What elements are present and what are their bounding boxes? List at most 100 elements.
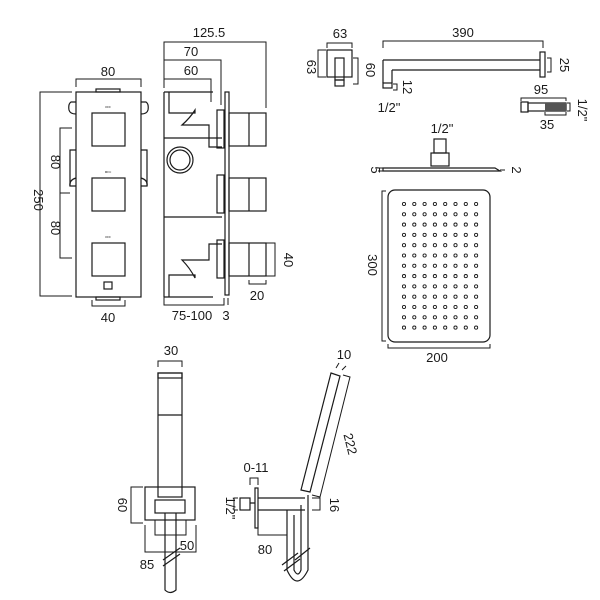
svg-text:80: 80	[48, 155, 63, 169]
nozzle	[401, 201, 407, 207]
svg-text:80: 80	[48, 221, 63, 235]
svg-text:35: 35	[540, 117, 554, 132]
nozzle	[422, 263, 427, 268]
svg-text:5: 5	[368, 166, 383, 173]
nozzle	[463, 222, 468, 227]
nozzle	[422, 315, 427, 320]
nozzle	[463, 243, 468, 248]
nozzle-grid	[401, 201, 479, 330]
wall-outlet: 63 63 60	[304, 26, 378, 87]
nozzle	[443, 325, 448, 330]
nozzle	[463, 304, 468, 310]
nozzle	[474, 222, 479, 227]
nozzle	[432, 263, 437, 268]
nozzle	[474, 304, 479, 310]
nozzle	[432, 284, 437, 289]
nozzle	[443, 232, 448, 237]
nozzle	[474, 284, 479, 289]
nozzle	[412, 243, 417, 248]
nozzle	[432, 232, 437, 237]
svg-text:60: 60	[115, 498, 130, 512]
nozzle	[453, 294, 458, 299]
svg-text:40: 40	[101, 310, 115, 325]
nozzle	[412, 315, 417, 320]
nozzle	[432, 201, 437, 207]
nozzle	[453, 284, 458, 289]
svg-text:12: 12	[400, 80, 415, 94]
nozzle	[401, 325, 407, 330]
nozzle	[463, 212, 468, 217]
nozzle	[432, 243, 437, 248]
handle-top	[228, 112, 267, 147]
svg-text:2: 2	[509, 166, 524, 173]
svg-text:1/2": 1/2"	[378, 100, 401, 115]
nozzle	[422, 274, 427, 279]
nozzle	[401, 315, 407, 320]
svg-text:60: 60	[363, 63, 378, 77]
nozzle	[412, 294, 417, 299]
nozzle	[422, 222, 427, 227]
svg-text:30: 30	[164, 343, 178, 358]
svg-text:MFC: MFC	[105, 170, 112, 174]
nozzle	[453, 263, 458, 268]
svg-text:OFF: OFF	[105, 235, 111, 239]
nozzle	[443, 212, 448, 217]
nozzle	[474, 232, 479, 237]
nozzle	[453, 253, 458, 258]
nozzle	[401, 294, 407, 299]
nozzle	[474, 212, 479, 217]
svg-text:390: 390	[452, 25, 474, 40]
svg-text:OFF: OFF	[105, 105, 111, 109]
nozzle	[453, 325, 458, 330]
svg-text:85: 85	[140, 557, 154, 572]
handset-front: 30 60 50 85	[115, 343, 197, 594]
nozzle	[463, 201, 468, 207]
svg-text:70: 70	[184, 44, 198, 59]
svg-text:250: 250	[31, 189, 46, 211]
nozzle	[453, 243, 458, 248]
nozzle	[412, 212, 417, 217]
nozzle	[443, 315, 448, 320]
handle-middle	[228, 177, 267, 212]
nozzle	[474, 201, 479, 207]
shower-head-side: 1/2" 5 2	[368, 121, 524, 174]
nozzle	[443, 253, 448, 258]
control-square-bottom	[91, 242, 126, 277]
nozzle	[422, 253, 427, 258]
nozzle	[453, 274, 458, 279]
nozzle	[412, 232, 417, 237]
nozzle	[401, 253, 407, 258]
svg-text:40: 40	[281, 253, 296, 267]
nozzle	[432, 222, 437, 227]
nozzle	[432, 325, 437, 330]
control-square-middle	[91, 177, 126, 212]
nozzle	[453, 315, 458, 320]
svg-text:3: 3	[222, 308, 229, 323]
nozzle	[443, 284, 448, 289]
handle-bottom	[228, 242, 267, 277]
svg-text:300: 300	[365, 254, 380, 276]
nozzle	[422, 243, 427, 248]
nozzle	[432, 212, 437, 217]
nozzle	[401, 263, 407, 268]
nozzle	[443, 294, 448, 299]
nozzle	[443, 274, 448, 279]
nozzle	[422, 304, 427, 310]
svg-text:10: 10	[337, 347, 351, 362]
svg-text:80: 80	[101, 64, 115, 79]
nozzle	[401, 304, 407, 310]
svg-text:75-100: 75-100	[172, 308, 212, 323]
handset-side: 10 222 0-11 1/2" 16 80	[223, 347, 360, 582]
valve-side-view: 125.5 70 60 75-100 3 40 20	[163, 25, 296, 323]
nozzle	[401, 232, 407, 237]
nozzle	[412, 284, 417, 289]
nozzle	[453, 232, 458, 237]
shower-head-front: 300 200	[365, 189, 491, 365]
nozzle	[412, 325, 417, 330]
svg-text:200: 200	[426, 350, 448, 365]
svg-text:1/2": 1/2"	[431, 121, 454, 136]
nozzle	[412, 201, 417, 207]
svg-text:16: 16	[327, 498, 342, 512]
svg-text:80: 80	[258, 542, 272, 557]
